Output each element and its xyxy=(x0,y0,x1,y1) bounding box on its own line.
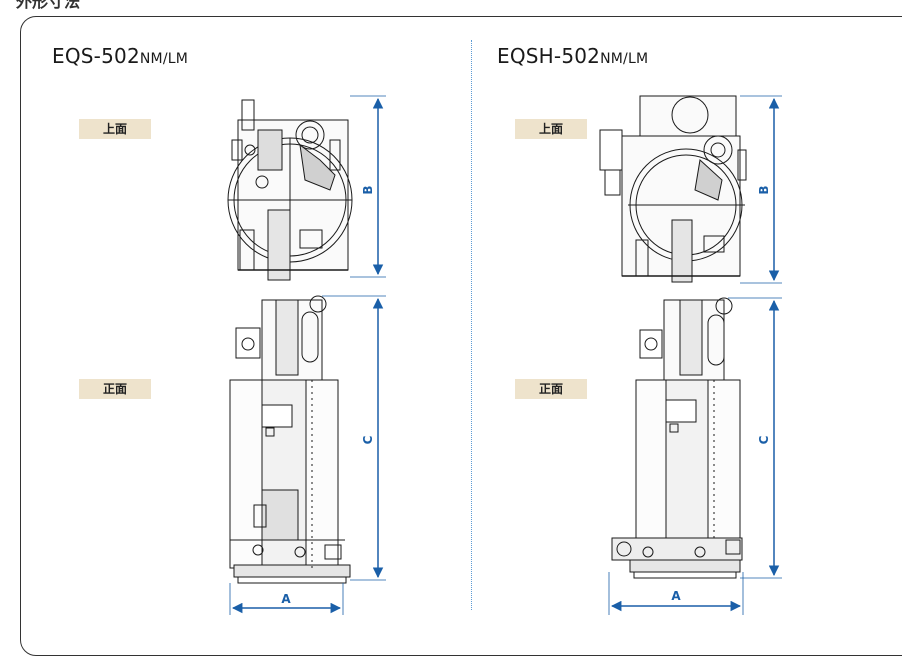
right-front-view-label: 正面 xyxy=(515,379,587,399)
right-model-suffix: NM/LM xyxy=(600,51,649,67)
left-model-title: EQS-502NM/LM xyxy=(52,44,188,68)
right-b-label: B xyxy=(757,185,771,194)
left-b-dimension: B xyxy=(350,95,386,278)
right-a-label: A xyxy=(671,589,681,603)
panel-divider xyxy=(471,40,472,610)
right-model-title: EQSH-502NM/LM xyxy=(497,44,648,68)
right-c-dimension: C xyxy=(728,297,782,579)
right-top-view-drawing xyxy=(599,95,747,283)
left-b-label: B xyxy=(361,185,375,194)
left-c-label: C xyxy=(361,435,375,444)
right-c-label: C xyxy=(757,435,771,444)
left-a-dimension: A xyxy=(229,583,344,615)
right-a-dimension: A xyxy=(608,572,744,615)
left-model-main: EQS-502 xyxy=(52,44,140,68)
technical-drawings: B C A xyxy=(227,95,782,615)
right-top-view-label: 上面 xyxy=(515,119,587,139)
right-front-view-drawing xyxy=(611,297,743,579)
left-model-suffix: NM/LM xyxy=(139,51,189,67)
left-top-view-drawing xyxy=(227,99,353,281)
right-b-dimension: B xyxy=(740,95,782,284)
left-front-view-drawing xyxy=(229,295,351,584)
left-c-dimension: C xyxy=(322,295,386,581)
left-front-view-label: 正面 xyxy=(79,379,151,399)
section-title: 外形寸法 xyxy=(16,0,81,11)
left-top-view-label: 上面 xyxy=(79,119,151,139)
right-model-main: EQSH-502 xyxy=(497,44,601,68)
left-a-label: A xyxy=(281,592,291,606)
